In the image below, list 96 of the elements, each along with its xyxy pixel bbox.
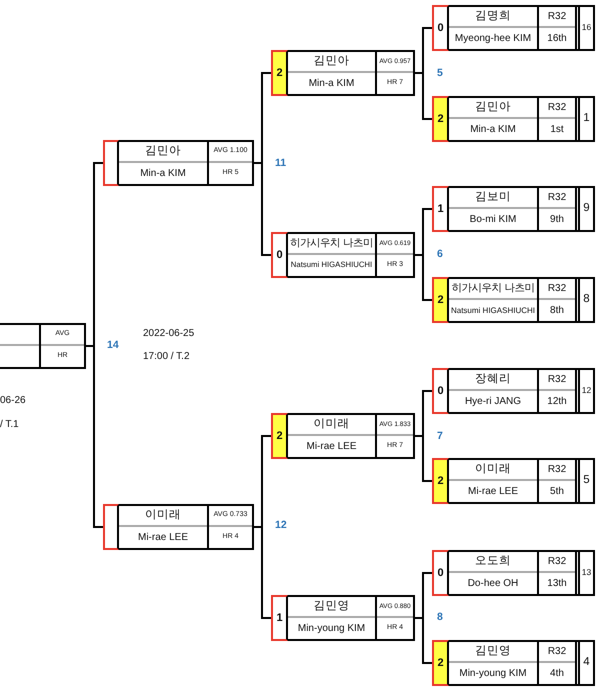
player-card: [0, 323, 86, 369]
player-name-korean: 히가시우치 나츠미: [290, 238, 373, 250]
score-cell: 2: [271, 50, 288, 96]
round-label: R32: [548, 102, 566, 114]
player-name-english: Min-a KIM: [470, 124, 516, 136]
seed-number: 13: [582, 568, 592, 578]
player-name-korean: 김민영: [475, 644, 511, 658]
match-number: 14: [107, 339, 119, 351]
player-card: [103, 140, 254, 186]
score-cell: 1: [271, 595, 288, 641]
player-card: [432, 458, 595, 504]
player-name-korean: 장혜리: [475, 372, 511, 386]
player-name-korean: 김민아: [314, 54, 350, 68]
round-label: R32: [548, 646, 566, 658]
player-name-english: Do-hee OH: [468, 578, 518, 590]
seed-rank: 12th: [547, 396, 567, 408]
score-cell: 0: [271, 232, 288, 278]
seed-number: 16: [582, 23, 592, 33]
player-name-english: Natsumi HIGASHIUCHI: [450, 306, 535, 316]
seed-rank: 1st: [550, 124, 564, 136]
seed-number: 9: [583, 202, 590, 216]
player-name-english: Min-young KIM: [298, 622, 366, 634]
round-label: R32: [548, 464, 566, 476]
round-label: R32: [548, 192, 566, 204]
round-label: R32: [548, 556, 566, 568]
bracket-line: [415, 254, 432, 301]
player-name-korean: 이미래: [145, 508, 181, 522]
match-time: / T.1: [0, 419, 19, 431]
round-label: R32: [548, 10, 566, 22]
bracket-line: [86, 345, 103, 528]
player-name-korean: 김보미: [475, 190, 511, 204]
seed-rank: 5th: [550, 486, 564, 498]
player-card: [432, 277, 595, 323]
score-cell: 2: [432, 96, 449, 142]
player-name-korean: 이미래: [475, 462, 511, 476]
match-date: 2022-06-25: [143, 328, 194, 340]
score-cell: 0: [432, 550, 449, 596]
score-cell: 0: [432, 368, 449, 414]
seed-rank: 4th: [550, 668, 564, 680]
round-label: R32: [548, 374, 566, 386]
match-number: 7: [437, 430, 443, 442]
bracket-line: [415, 72, 432, 120]
match-number: 11: [275, 157, 286, 169]
bracket-line: [254, 526, 271, 619]
bracket-line: [415, 435, 432, 482]
player-name-korean: 김명희: [475, 10, 511, 24]
match-time: 17:00 / T.2: [143, 351, 190, 363]
player-name-korean: 이미래: [314, 418, 350, 432]
score-cell: 2: [432, 640, 449, 686]
player-name-english: Min-a KIM: [140, 168, 186, 180]
round-label: R32: [548, 282, 566, 294]
seed-number: 4: [583, 656, 590, 670]
player-name-english: Mi-rae LEE: [468, 486, 518, 498]
player-card: [432, 550, 595, 596]
player-name-english: Hye-ri JANG: [464, 396, 522, 408]
score-cell: 2: [271, 413, 288, 459]
score-cell: 2: [432, 458, 449, 504]
player-name-english: Min-young KIM: [459, 668, 527, 680]
player-name-english: Mi-rae LEE: [306, 440, 356, 452]
seed-number: 1: [583, 112, 590, 126]
seed-rank: 16th: [547, 32, 567, 44]
seed-rank: 9th: [550, 214, 564, 226]
player-name-korean: 히가시우치 나츠미: [452, 282, 534, 294]
match-number: 5: [437, 67, 443, 79]
seed-number: 8: [583, 293, 590, 307]
player-name-english: Min-a KIM: [308, 78, 354, 90]
player-name-korean: 김민영: [314, 600, 350, 614]
match-number: 6: [437, 248, 443, 260]
match-number: 8: [437, 611, 443, 623]
player-name-english: Myeong-hee KIM: [454, 32, 532, 44]
seed-number: 5: [583, 474, 590, 488]
player-card: [103, 504, 254, 550]
score-cell: 1: [432, 186, 449, 232]
player-card: [432, 640, 595, 686]
player-card: [271, 232, 415, 278]
player-card: [271, 413, 415, 459]
player-name-korean: 오도희: [475, 554, 511, 568]
seed-rank: 8th: [550, 304, 564, 316]
bracket-line: [254, 162, 271, 256]
player-name-english: Bo-mi KIM: [470, 214, 516, 226]
player-card: [432, 186, 595, 232]
score-cell: 0: [432, 5, 449, 51]
seed-rank: 13th: [547, 578, 567, 590]
player-name-english: Mi-rae LEE: [138, 532, 188, 544]
score-cell: 2: [432, 277, 449, 323]
player-card: [432, 96, 595, 142]
bracket-line: [415, 617, 432, 664]
player-card: [432, 5, 595, 51]
player-name-korean: 김민아: [145, 144, 181, 158]
match-number: 12: [275, 519, 287, 531]
player-card: [271, 50, 415, 96]
player-card: [271, 595, 415, 641]
player-card: [432, 368, 595, 414]
match-date: 06-26: [0, 395, 26, 407]
player-name-korean: 김민아: [475, 100, 511, 114]
seed-number: 12: [582, 386, 592, 396]
